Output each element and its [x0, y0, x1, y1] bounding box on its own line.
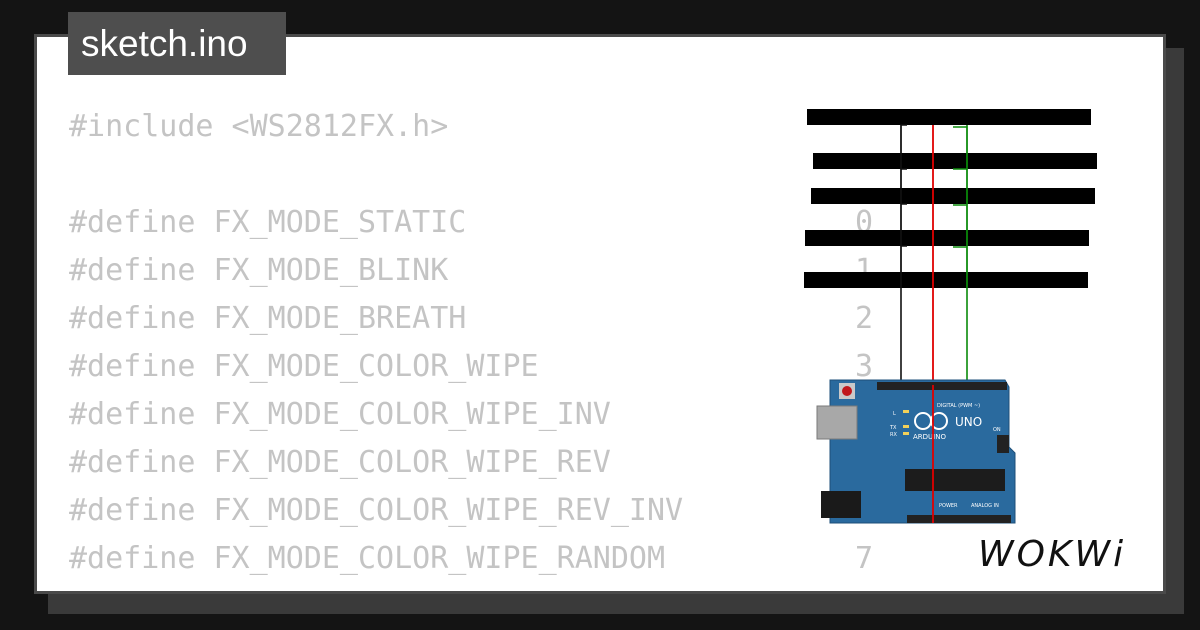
code-line-text: #define FX_MODE_STATIC	[69, 205, 467, 240]
l-label: L	[893, 411, 896, 417]
board-model: UNO	[955, 415, 982, 429]
simulation-canvas: UNO ARDUINO DIGITAL (PWM ~) ANALOG IN PO…	[804, 109, 1097, 524]
arduino-uno-board[interactable]: UNO ARDUINO DIGITAL (PWM ~) ANALOG IN PO…	[816, 379, 1016, 524]
tx-label: TX	[889, 425, 897, 431]
code-line-value: 8	[855, 583, 873, 591]
code-line-text: #define FX_MODE_COLOR_WIPE_RANDOM	[69, 541, 666, 576]
on-label: ON	[993, 427, 1001, 433]
digital-label: DIGITAL (PWM ~)	[937, 403, 980, 409]
led-strip-1	[807, 109, 1091, 125]
led-strip-3	[811, 188, 1095, 204]
led-strip-5	[804, 272, 1088, 288]
code-line-text: #define FX_MODE_COLOR_WIPE_REV	[69, 445, 611, 480]
led-strip-4	[805, 230, 1089, 246]
code-line-text: #define FX_MODE_COLOR_WIPE_INV	[69, 397, 611, 432]
analog-label: ANALOG IN	[971, 503, 999, 509]
power-jack	[821, 491, 861, 518]
board-brand: ARDUINO	[913, 433, 946, 441]
code-line-text: #define FX_MODE_BREATH	[69, 301, 467, 336]
code-line-text: #define FX_MODE_COLOR_WIPE	[69, 349, 539, 384]
wokwi-logo: WOKWi	[978, 534, 1126, 575]
led-strip-2	[813, 153, 1097, 169]
code-line-text: #define FX_MODE_BLINK	[69, 253, 449, 288]
filename-tab[interactable]: sketch.ino	[68, 12, 286, 75]
code-line-text: #include <WS2812FX.h>	[69, 109, 449, 144]
code-line-value: 3	[855, 349, 874, 384]
digital-header	[877, 382, 1007, 390]
rx-label: RX	[890, 432, 897, 438]
microcontroller-chip	[905, 469, 1005, 491]
power-analog-header	[907, 515, 1011, 523]
power-label: POWER	[939, 503, 958, 509]
usb-port	[816, 405, 858, 440]
code-line-text: #define FX_MODE_COLOR_WIPE_REV_INV	[69, 493, 684, 528]
code-line-value: 7	[855, 541, 874, 576]
code-line-value: 2	[855, 301, 874, 336]
code-line-text: #define FX_MODE_RANDOM_COLOR	[69, 583, 575, 591]
preview-card: #include <WS2812FX.h> #define FX_MODE_STA…	[34, 34, 1166, 594]
svg-text:WOKWi: WOKWi	[978, 534, 1126, 575]
